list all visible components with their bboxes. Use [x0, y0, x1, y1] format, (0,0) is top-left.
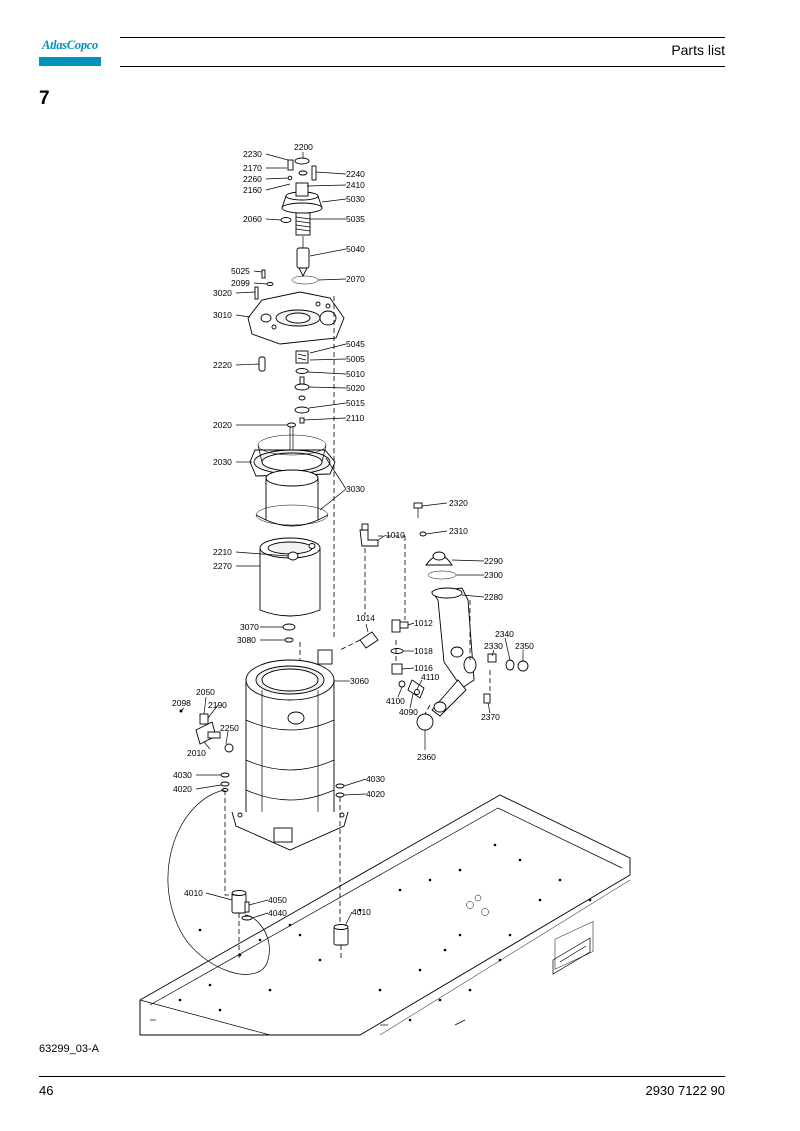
callout-3080: 3080: [237, 635, 256, 645]
figure-reference: 63299_03-A: [39, 1043, 99, 1055]
callout-2240: 2240: [346, 169, 365, 179]
callout-2270: 2270: [213, 561, 232, 571]
atlas-copco-logo: AtlasCopco: [39, 37, 101, 67]
main-vessel: [231, 649, 349, 851]
callout-2010: 2010: [187, 748, 206, 758]
page-number: 46: [39, 1083, 54, 1098]
base-frame: [139, 794, 631, 1036]
callout-5035: 5035: [346, 214, 365, 224]
assembly-centerlines: [224, 296, 491, 960]
vessel-cylinder: [259, 537, 321, 643]
callout-2410: 2410: [346, 180, 365, 190]
callout-2099: 2099: [231, 278, 250, 288]
callout-4110: 4110: [421, 672, 440, 682]
callout-2200: 2200: [294, 142, 313, 152]
callout-4010-left: 4010: [184, 888, 203, 898]
separator-element: [249, 434, 336, 527]
spring: [295, 212, 311, 236]
callout-2260: 2260: [243, 174, 262, 184]
callout-2190: 2190: [208, 700, 227, 710]
callout-5015: 5015: [346, 398, 365, 408]
callout-2030: 2030: [213, 457, 232, 467]
callout-2290: 2290: [484, 556, 503, 566]
callout-labels: 2230 2200 2170 2260 2160 2240 2410 5030 …: [172, 142, 534, 918]
callout-5030: 5030: [346, 194, 365, 204]
callout-5025: 5025: [231, 266, 250, 276]
callout-2370: 2370: [481, 712, 500, 722]
callout-2050: 2050: [196, 687, 215, 697]
callout-5020: 5020: [346, 383, 365, 393]
callout-2350: 2350: [515, 641, 534, 651]
footer-rule: [39, 1076, 725, 1077]
callout-2020: 2020: [213, 420, 232, 430]
callout-2360: 2360: [417, 752, 436, 762]
cover-3010: [247, 269, 345, 372]
callout-4050: 4050: [268, 895, 287, 905]
header-bottom-rule: [120, 66, 725, 67]
callout-2170: 2170: [243, 163, 262, 173]
callout-5010: 5010: [346, 369, 365, 379]
callout-5005: 5005: [346, 354, 365, 364]
callout-2320: 2320: [449, 498, 468, 508]
chapter-number: 7: [39, 88, 50, 109]
callout-4010-right: 4010: [352, 907, 371, 917]
leader-lines: [180, 152, 524, 927]
callout-2220: 2220: [213, 360, 232, 370]
callout-1012: 1012: [414, 618, 433, 628]
callout-3030: 3030: [346, 484, 365, 494]
callout-2160: 2160: [243, 185, 262, 195]
page-title: Parts list: [671, 42, 725, 58]
callout-3020: 3020: [213, 288, 232, 298]
callout-1010: 1010: [386, 530, 405, 540]
callout-3070: 3070: [240, 622, 259, 632]
callout-4040: 4040: [268, 908, 287, 918]
header-top-rule: [120, 37, 725, 38]
callout-4020-right: 4020: [366, 789, 385, 799]
callout-1018: 1018: [414, 646, 433, 656]
rubber-mounts: [231, 890, 349, 946]
callout-1016: 1016: [414, 663, 433, 673]
left-side-fittings: [167, 709, 345, 975]
callout-4030-right: 4030: [366, 774, 385, 784]
valve-assembly-top: [280, 157, 323, 285]
callout-4090: 4090: [399, 707, 418, 717]
callout-2340: 2340: [495, 629, 514, 639]
callout-2060: 2060: [243, 214, 262, 224]
callout-3060: 3060: [350, 676, 369, 686]
logo-wordmark: AtlasCopco: [41, 38, 99, 52]
callout-2098: 2098: [172, 698, 191, 708]
frame-holes: [178, 843, 592, 1022]
callout-2280: 2280: [484, 592, 503, 602]
callout-2310: 2310: [449, 526, 468, 536]
right-side-piping: [359, 502, 529, 731]
callout-2110: 2110: [346, 413, 365, 423]
callout-2230: 2230: [243, 149, 262, 159]
callout-4020-left: 4020: [173, 784, 192, 794]
callout-5045: 5045: [346, 339, 365, 349]
callout-4030-left: 4030: [173, 770, 192, 780]
callout-3010: 3010: [213, 310, 232, 320]
callout-2210: 2210: [213, 547, 232, 557]
callout-2250: 2250: [220, 723, 239, 733]
callout-2300: 2300: [484, 570, 503, 580]
callout-2330: 2330: [484, 641, 503, 651]
callout-4100: 4100: [386, 696, 405, 706]
callout-5040: 5040: [346, 244, 365, 254]
logo-bar: [39, 57, 101, 66]
callout-1014: 1014: [356, 613, 375, 623]
check-valve-parts: [294, 350, 310, 424]
callout-2070: 2070: [346, 274, 365, 284]
document-number: 2930 7122 90: [645, 1083, 725, 1098]
